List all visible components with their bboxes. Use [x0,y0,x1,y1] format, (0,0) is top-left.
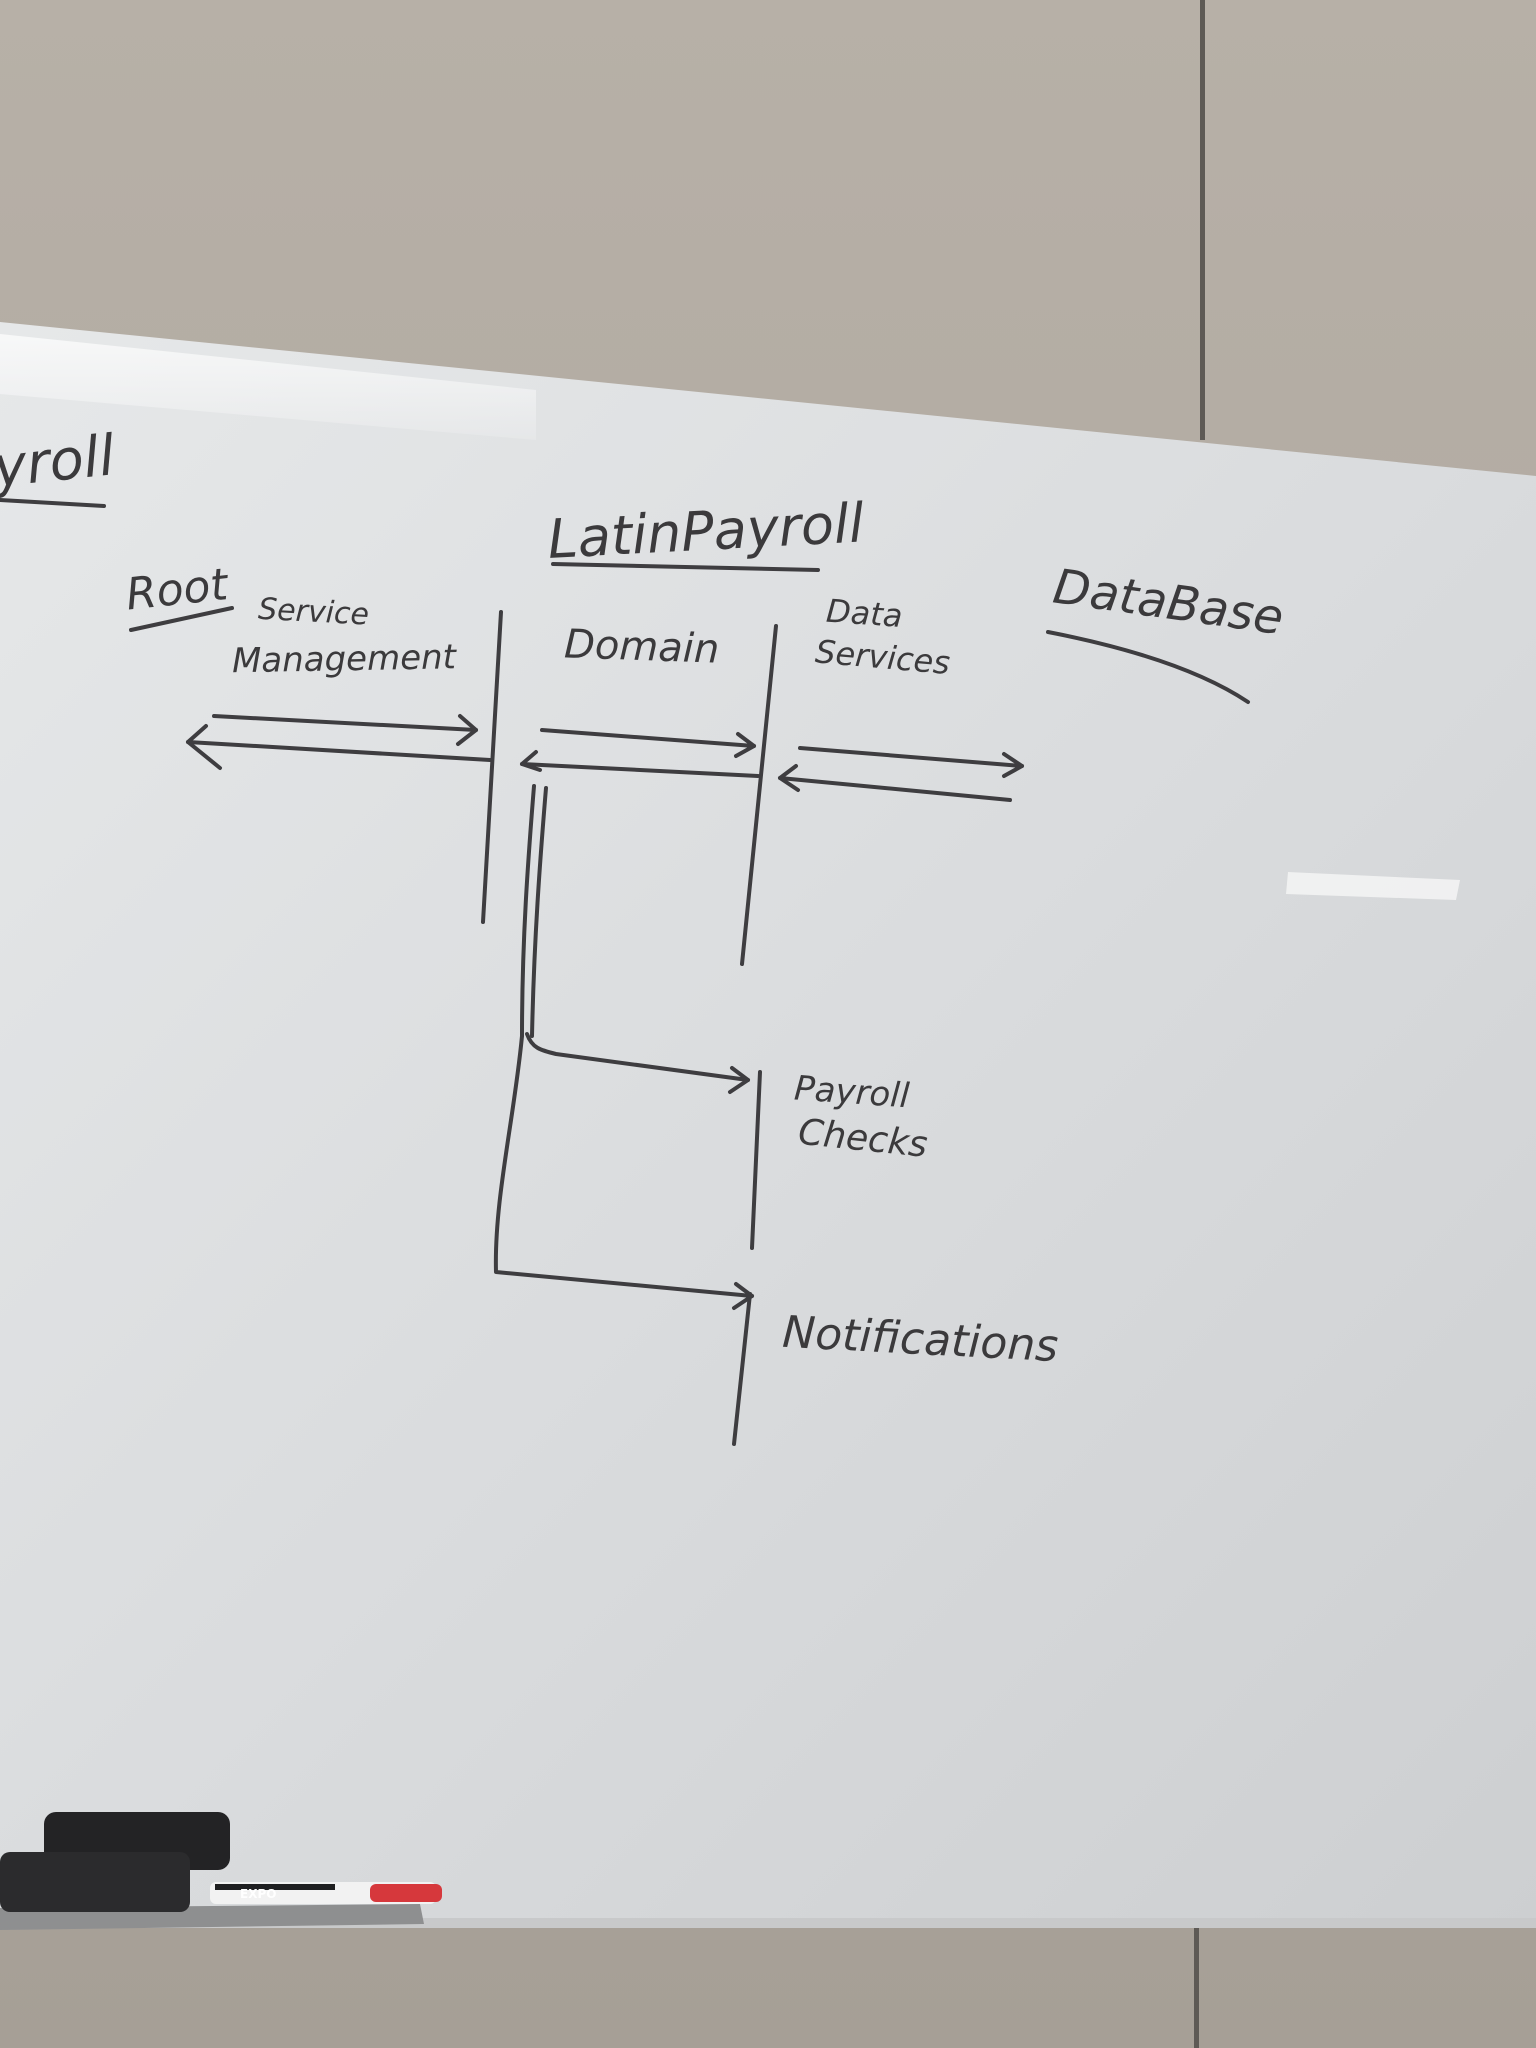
branch-double-line-b [530,786,548,1038]
layer-line-1 [481,610,503,924]
heading-underline [551,562,820,572]
arrow-data-to-domain [520,750,760,778]
eraser-icon[interactable] [0,1812,230,1912]
arrow-domain-to-data [540,728,756,758]
marker-label: EXPO [240,1887,276,1901]
label-domain: Domain [563,621,720,672]
marker-icon[interactable]: EXPO [210,1882,442,1904]
label-service: Service [257,592,370,633]
arrow-domain-to-service [186,724,492,770]
arrow-database-to-data [778,764,1012,802]
layer-line-2 [740,624,778,966]
layer-line-notifications [732,1292,752,1446]
heading-partial: yroll [0,423,118,501]
branch-double-line-a [520,784,536,1038]
board-glare [0,334,536,440]
board-glare-small [1286,872,1460,900]
heading-partial-underline [0,498,106,508]
wall-seam-lower [1194,1925,1199,2048]
label-root-underline [129,606,234,632]
label-database-underline [1046,630,1250,704]
arrow-to-notifications [493,1034,754,1310]
arrow-data-to-database [798,746,1024,778]
wall-seam-upper [1200,0,1205,440]
label-payroll: Payroll [793,1068,911,1116]
board-frame-bottom [0,1918,1536,1928]
arrow-service-to-domain [212,714,478,746]
label-data: Data [825,592,904,635]
label-management: Management [232,637,458,681]
layer-line-payroll [750,1070,762,1250]
arrow-to-payroll-checks [525,1032,750,1094]
whiteboard [0,322,1536,1928]
